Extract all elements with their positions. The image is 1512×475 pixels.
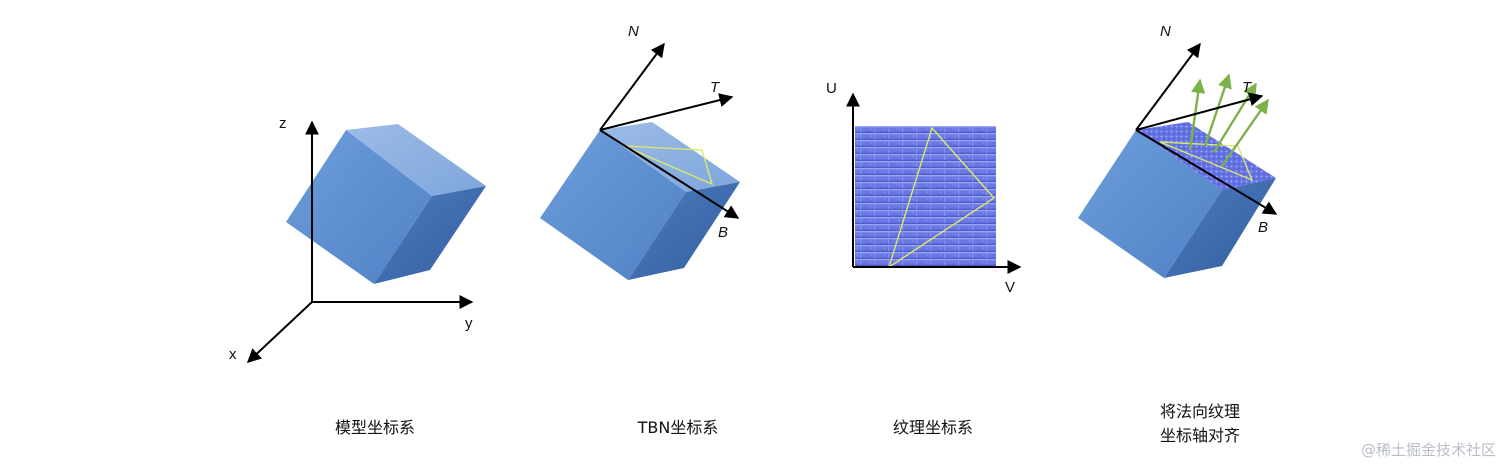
u-axis-label: U [826,80,837,97]
t-axis-arrow [599,93,734,131]
normal-arrow [1203,73,1232,147]
caption-tbn: TBN坐标系 [637,418,719,437]
panel-model-coords: z y x 模型坐标系 [229,115,486,437]
cube-right-face [1164,178,1276,278]
x-axis-label: x [229,346,237,363]
uv-triangle [1159,141,1254,182]
cube-top-face [346,124,486,196]
t-axis-label: T [710,79,721,96]
b-axis-label: B [1258,219,1268,236]
n-axis-arrow [599,42,665,131]
panel-texture-coords: U V 纹理坐标系 [826,80,1022,437]
b-axis-arrow [1135,129,1278,215]
t-axis-arrow [1135,92,1264,131]
caption-align-line2: 坐标轴对齐 [1160,426,1240,445]
uv-triangle [623,145,714,186]
uv-triangle [887,126,996,269]
tbn-cube [540,122,740,280]
normal-arrow [1221,98,1269,167]
watermark: @稀土掘金技术社区 [1361,441,1496,459]
caption-texture: 纹理坐标系 [893,418,973,437]
t-axis-label: T [1242,79,1253,96]
n-axis-label: N [628,23,639,40]
model-cube [286,124,486,284]
aligned-cube [1078,122,1276,278]
cube-right-face [374,186,486,284]
y-axis-label: y [465,315,473,332]
cube-front-face [286,130,432,284]
z-axis-label: z [279,115,287,132]
cube-top-face [600,122,740,192]
panel-tbn-coords: N T B TBN坐标系 [540,23,740,437]
caption-align-line1: 将法向纹理 [1160,402,1240,421]
n-axis-label: N [1160,23,1171,40]
b-axis-label: B [718,224,728,241]
cube-right-face [628,182,740,280]
v-axis-label: V [1005,279,1015,296]
panel-align-coords: N T B 将法向纹理 坐标轴对齐 [1078,23,1278,445]
b-axis-arrow [599,129,740,219]
cube-front-face [1078,130,1222,278]
cube-front-face [540,130,686,280]
n-axis-arrow [1135,42,1201,131]
caption-model: 模型坐标系 [335,418,415,437]
x-axis-arrow [246,301,313,363]
cube-top-face-textured [1136,122,1276,190]
